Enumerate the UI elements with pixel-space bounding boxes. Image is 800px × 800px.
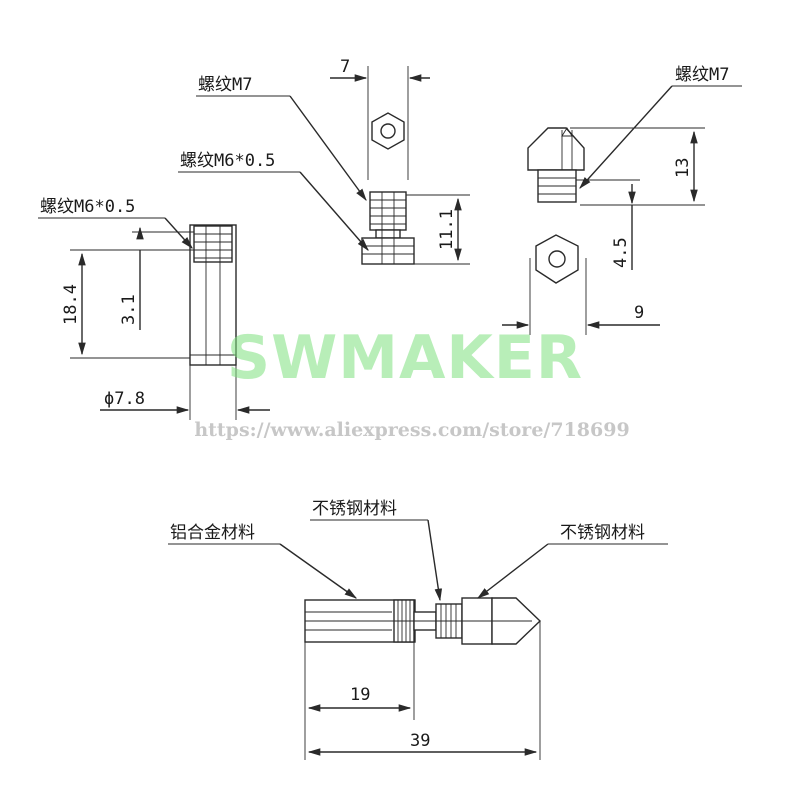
label-thread-m7-top: 螺纹M7 [198,75,252,95]
assembly-view [168,519,668,760]
throat-thread-top [193,225,233,263]
dim-4-5: 4.5 [611,237,631,268]
watermark-brand: SWMAKER [227,323,583,393]
watermark-url: https://www.aliexpress.com/store/718699 [194,419,629,441]
label-thread-m6-mid: 螺纹M6*0.5 [180,151,275,171]
adapter-view [178,66,470,265]
throat-tube-view [38,217,270,420]
dim-9: 9 [634,303,644,323]
nozzle-view [502,85,742,335]
label-thread-m7-right: 螺纹M7 [675,65,729,85]
label-material-steel-1: 不锈钢材料 [312,499,397,519]
dim-39: 39 [410,731,430,751]
label-material-aluminum: 铝合金材料 [170,523,255,543]
dim-phi-7-8: ϕ7.8 [104,389,145,409]
label-thread-m6-left: 螺纹M6*0.5 [40,197,135,217]
dim-13: 13 [673,158,693,178]
dim-19: 19 [350,685,370,705]
dim-18-4: 18.4 [61,284,81,325]
dim-7: 7 [340,57,350,77]
dim-11-1: 11.1 [437,209,457,250]
label-material-steel-2: 不锈钢材料 [560,523,645,543]
dim-3-1: 3.1 [119,294,139,325]
